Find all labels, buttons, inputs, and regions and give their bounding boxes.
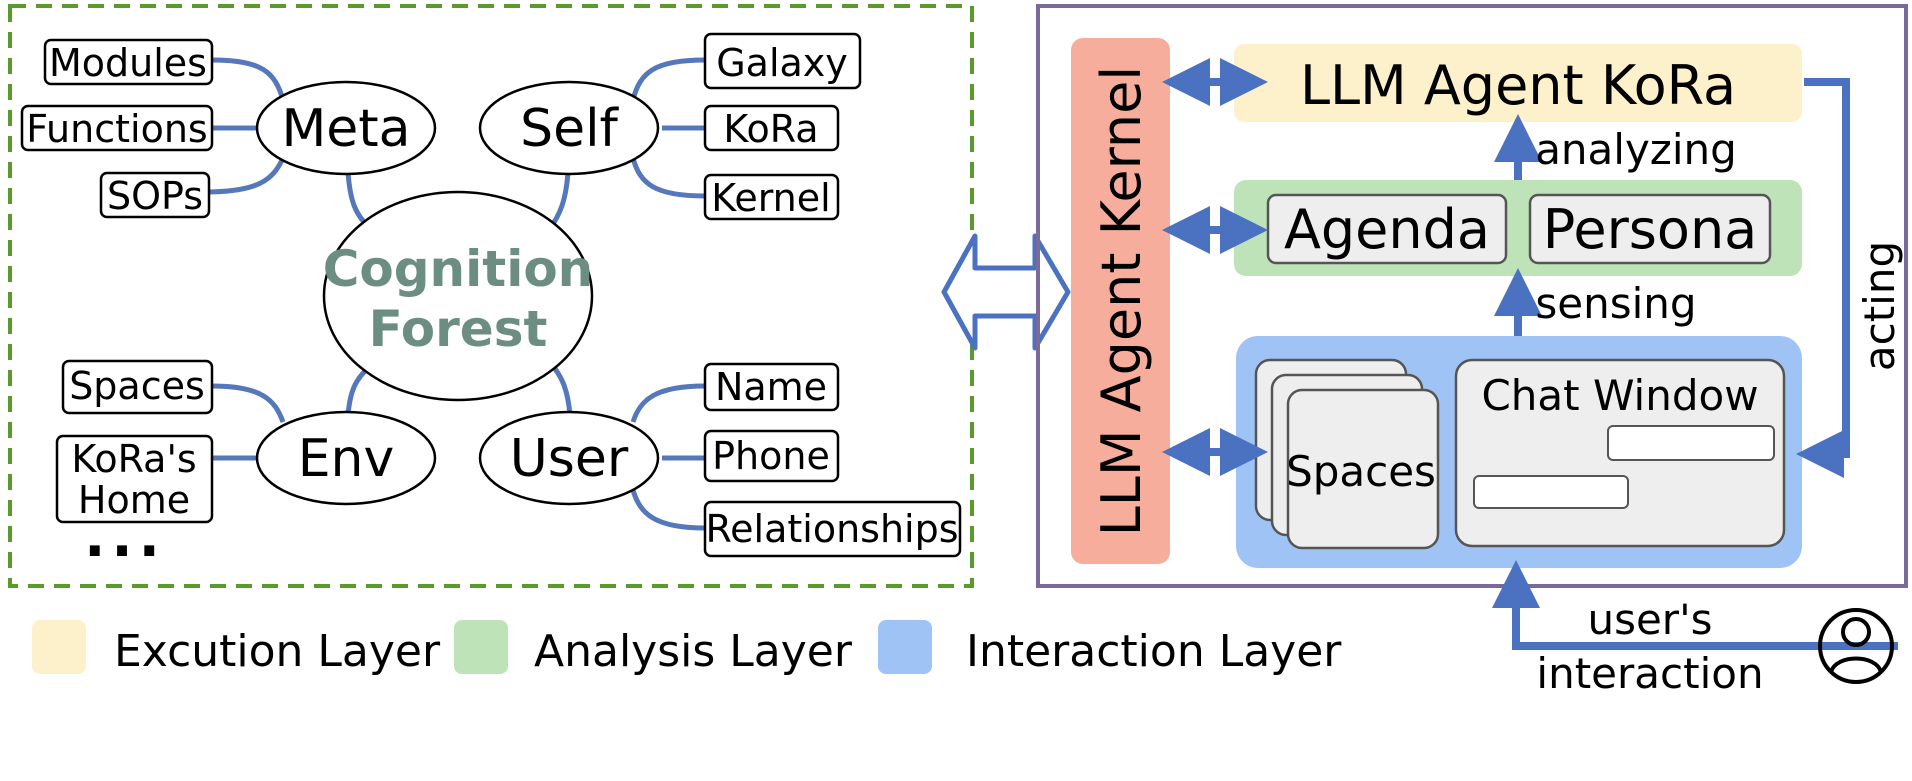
legend-swatch-analysis (454, 620, 508, 674)
leaf-kernel (703, 173, 840, 221)
persona-box (1528, 193, 1772, 265)
leaf-koras-home (55, 434, 214, 524)
ellipsis: ... (84, 505, 166, 570)
leaf-kora-label: KoRa (723, 107, 818, 151)
leaf-relationships (703, 500, 962, 558)
leaf-phone-label: Phone (712, 434, 830, 478)
cognition-forest-label-line2: Forest (369, 300, 548, 358)
branch-connectors (204, 57, 706, 531)
cognition-forest-label-line1: Cognition (323, 240, 594, 298)
execution-layer-block (1234, 44, 1802, 122)
leaf-name-label: Name (715, 365, 827, 409)
leaf-name (703, 362, 840, 412)
spaces-card (1286, 388, 1440, 550)
user-interaction-label-line2: interaction (1536, 649, 1763, 698)
legend-label-execution: Excution Layer (114, 626, 441, 677)
self-node (478, 80, 660, 176)
sensing-label: sensing (1535, 279, 1696, 328)
self-label: Self (520, 99, 619, 159)
leaf-functions-label: Functions (26, 107, 207, 151)
leaf-functions (20, 104, 214, 152)
persona-label: Persona (1543, 198, 1758, 261)
architecture-frame (1036, 4, 1908, 588)
user-label: User (510, 429, 629, 489)
meta-node (255, 80, 437, 176)
leaf-modules-label: Modules (49, 41, 207, 85)
llm-agent-kernel-block (1071, 38, 1170, 564)
analyzing-label: analyzing (1535, 125, 1737, 174)
leaf-kernel-label: Kernel (711, 176, 830, 220)
agenda-box (1266, 193, 1508, 265)
leaf-modules (43, 38, 214, 86)
leaf-koras-home-line1: KoRa's (71, 437, 196, 481)
leaf-phone (703, 429, 840, 483)
chat-bubble-right (1607, 425, 1775, 461)
legend-swatch-interaction (878, 620, 932, 674)
flow-arrows (1162, 58, 1898, 650)
llm-agent-kernel-label: LLM Agent Kernel (1090, 66, 1153, 537)
user-icon (1818, 608, 1894, 684)
leaf-galaxy-label: Galaxy (716, 41, 848, 85)
user-interaction-label-line1: user's (1587, 595, 1712, 644)
chat-window-label: Chat Window (1481, 371, 1758, 420)
env-node (255, 410, 437, 506)
llm-agent-kora-label: LLM Agent KoRa (1300, 54, 1736, 117)
spaces-label: Spaces (1286, 447, 1436, 496)
leaf-galaxy (703, 32, 862, 90)
env-label: Env (298, 429, 395, 489)
legend-swatch-execution (32, 620, 86, 674)
chat-bubble-left (1473, 475, 1629, 509)
leaf-spaces (61, 359, 214, 415)
agenda-label: Agenda (1284, 198, 1490, 261)
user-node (478, 410, 660, 506)
bidirectional-hollow-arrow (941, 233, 1071, 351)
legend-label-analysis: Analysis Layer (534, 626, 853, 677)
leaf-sops (99, 171, 211, 219)
leaf-relationships-label: Relationships (705, 507, 958, 551)
leaf-koras-home-line2: Home (78, 478, 190, 522)
acting-label: acting (1855, 241, 1904, 371)
leaf-kora (703, 104, 840, 152)
leaf-spaces-label: Spaces (69, 364, 205, 408)
legend-label-interaction: Interaction Layer (966, 626, 1342, 677)
cognition-forest-node (322, 190, 594, 402)
leaf-sops-label: SOPs (107, 174, 203, 218)
meta-label: Meta (281, 99, 410, 159)
